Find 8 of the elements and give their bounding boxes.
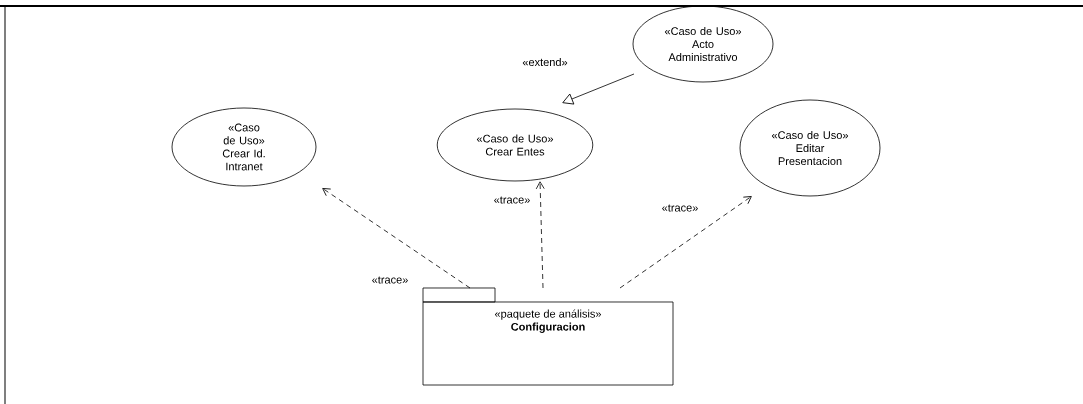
edge-label: «trace» [370, 275, 410, 285]
edge-label: «extend» [521, 56, 569, 68]
edge-label: «trace» [660, 203, 700, 213]
extend-arrow [562, 73, 635, 105]
dependency-arrow [619, 196, 752, 289]
dependency-arrow [322, 188, 471, 289]
edge-label: «trace» [492, 195, 532, 205]
dependency-arrow [535, 181, 545, 289]
